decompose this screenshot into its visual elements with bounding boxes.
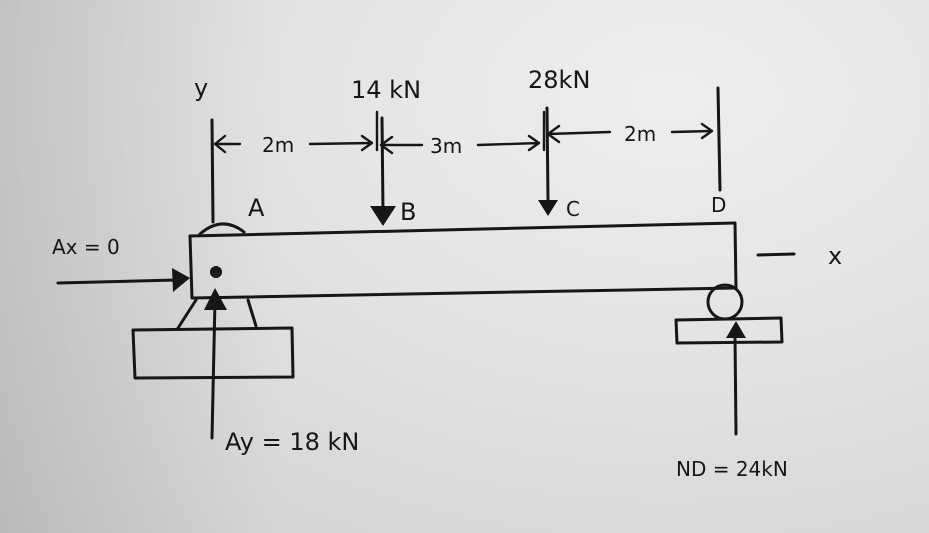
dim-cd-label: 2m — [624, 122, 656, 146]
tick-d — [716, 86, 722, 192]
dim-bc-label: 3m — [430, 134, 462, 158]
reaction-nd-arrow-shaft — [733, 334, 738, 436]
dim-ab-label: 2m — [262, 133, 294, 157]
reaction-nd-arrow-head — [726, 321, 746, 338]
reaction-ay-arrow-shaft — [210, 298, 217, 440]
reaction-ax-arrow-head — [172, 268, 190, 292]
dim-cd-arrow-right — [670, 122, 714, 140]
load-c-label: 28kN — [528, 66, 590, 94]
pin-support-base — [131, 326, 295, 380]
dim-ab-arrow-right — [308, 134, 374, 152]
x-axis-line — [756, 252, 796, 257]
dim-ab-arrow-left — [213, 134, 242, 154]
point-b-label: B — [400, 198, 416, 226]
beam-top-edge — [188, 221, 737, 238]
load-b-label: 14 kN — [351, 76, 421, 104]
roller-support-base — [674, 316, 784, 345]
dim-cd-arrow-left — [546, 124, 612, 144]
beam-bottom-edge — [190, 286, 737, 300]
x-axis-label: x — [828, 242, 842, 270]
point-c-label: C — [566, 197, 580, 221]
pin-support-right-leg — [246, 298, 258, 328]
point-a-bump — [198, 222, 246, 236]
load-b-arrow-head — [370, 206, 396, 226]
y-axis-line — [210, 118, 215, 224]
y-axis-label: y — [194, 74, 208, 102]
point-a-label: A — [248, 194, 265, 222]
point-d-label: D — [711, 193, 726, 217]
load-c-arrow-shaft — [545, 106, 550, 202]
load-c-arrow-head — [538, 200, 558, 216]
load-b-arrow-shaft — [380, 116, 385, 214]
reaction-ay-label: Ay = 18 kN — [225, 428, 359, 456]
pin-dot — [210, 266, 222, 278]
reaction-ax-arrow-shaft — [56, 278, 178, 285]
dim-bc-arrow-left — [379, 135, 424, 155]
reaction-nd-label: ND = 24kN — [676, 457, 788, 481]
beam-left-edge — [188, 234, 194, 300]
beam-right-edge — [733, 221, 738, 290]
roller-circle — [706, 283, 744, 321]
pin-support-left-leg — [176, 298, 198, 330]
reaction-ax-label: Ax = 0 — [52, 235, 120, 259]
reaction-ay-arrow-head — [204, 288, 227, 310]
dim-bc-arrow-right — [476, 134, 541, 152]
